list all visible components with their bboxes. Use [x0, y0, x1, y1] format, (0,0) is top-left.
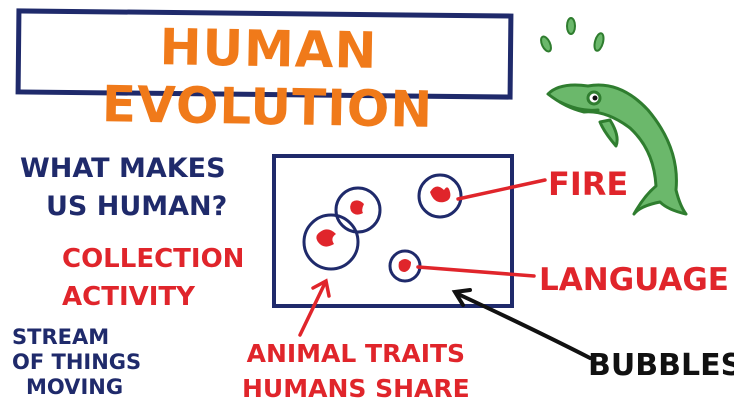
bubble-fire — [417, 173, 463, 219]
question-line-2: US HUMAN? — [46, 191, 228, 222]
question-note: WHAT MAKES US HUMAN? — [20, 150, 227, 226]
connector-lines — [416, 178, 547, 278]
bubbles-label: BUBBLES — [588, 348, 734, 383]
collection-line-1: COLLECTION — [62, 244, 245, 274]
dolphin-icon — [546, 83, 688, 216]
stream-line-1: STREAM — [12, 325, 110, 349]
bubble-container-box — [272, 154, 514, 308]
collection-note: COLLECTION ACTIVITY — [62, 240, 244, 316]
language-connector — [416, 265, 536, 278]
animal-traits-line-1: ANIMAL TRAITS — [246, 339, 466, 368]
fire-connector — [456, 178, 547, 201]
stream-line-3: MOVING — [26, 375, 124, 399]
bubble-contents — [316, 186, 451, 272]
question-line-1: WHAT MAKES — [20, 153, 226, 184]
animal-traits-line-2: HUMANS SHARE — [242, 374, 470, 403]
bubble-large — [302, 213, 360, 271]
stream-note: STREAM OF THINGS MOVING — [12, 325, 141, 400]
animal-traits-label: ANIMAL TRAITS HUMANS SHARE — [242, 336, 470, 406]
fire-label: FIRE — [548, 165, 629, 203]
splash-drops — [540, 17, 605, 53]
collection-line-2: ACTIVITY — [62, 282, 195, 312]
language-label: LANGUAGE — [539, 262, 729, 298]
animal-traits-arrow — [298, 278, 331, 337]
stream-line-2: OF THINGS — [12, 350, 142, 374]
bubble-overlap — [334, 186, 382, 234]
bubbles-arrow — [451, 288, 592, 360]
